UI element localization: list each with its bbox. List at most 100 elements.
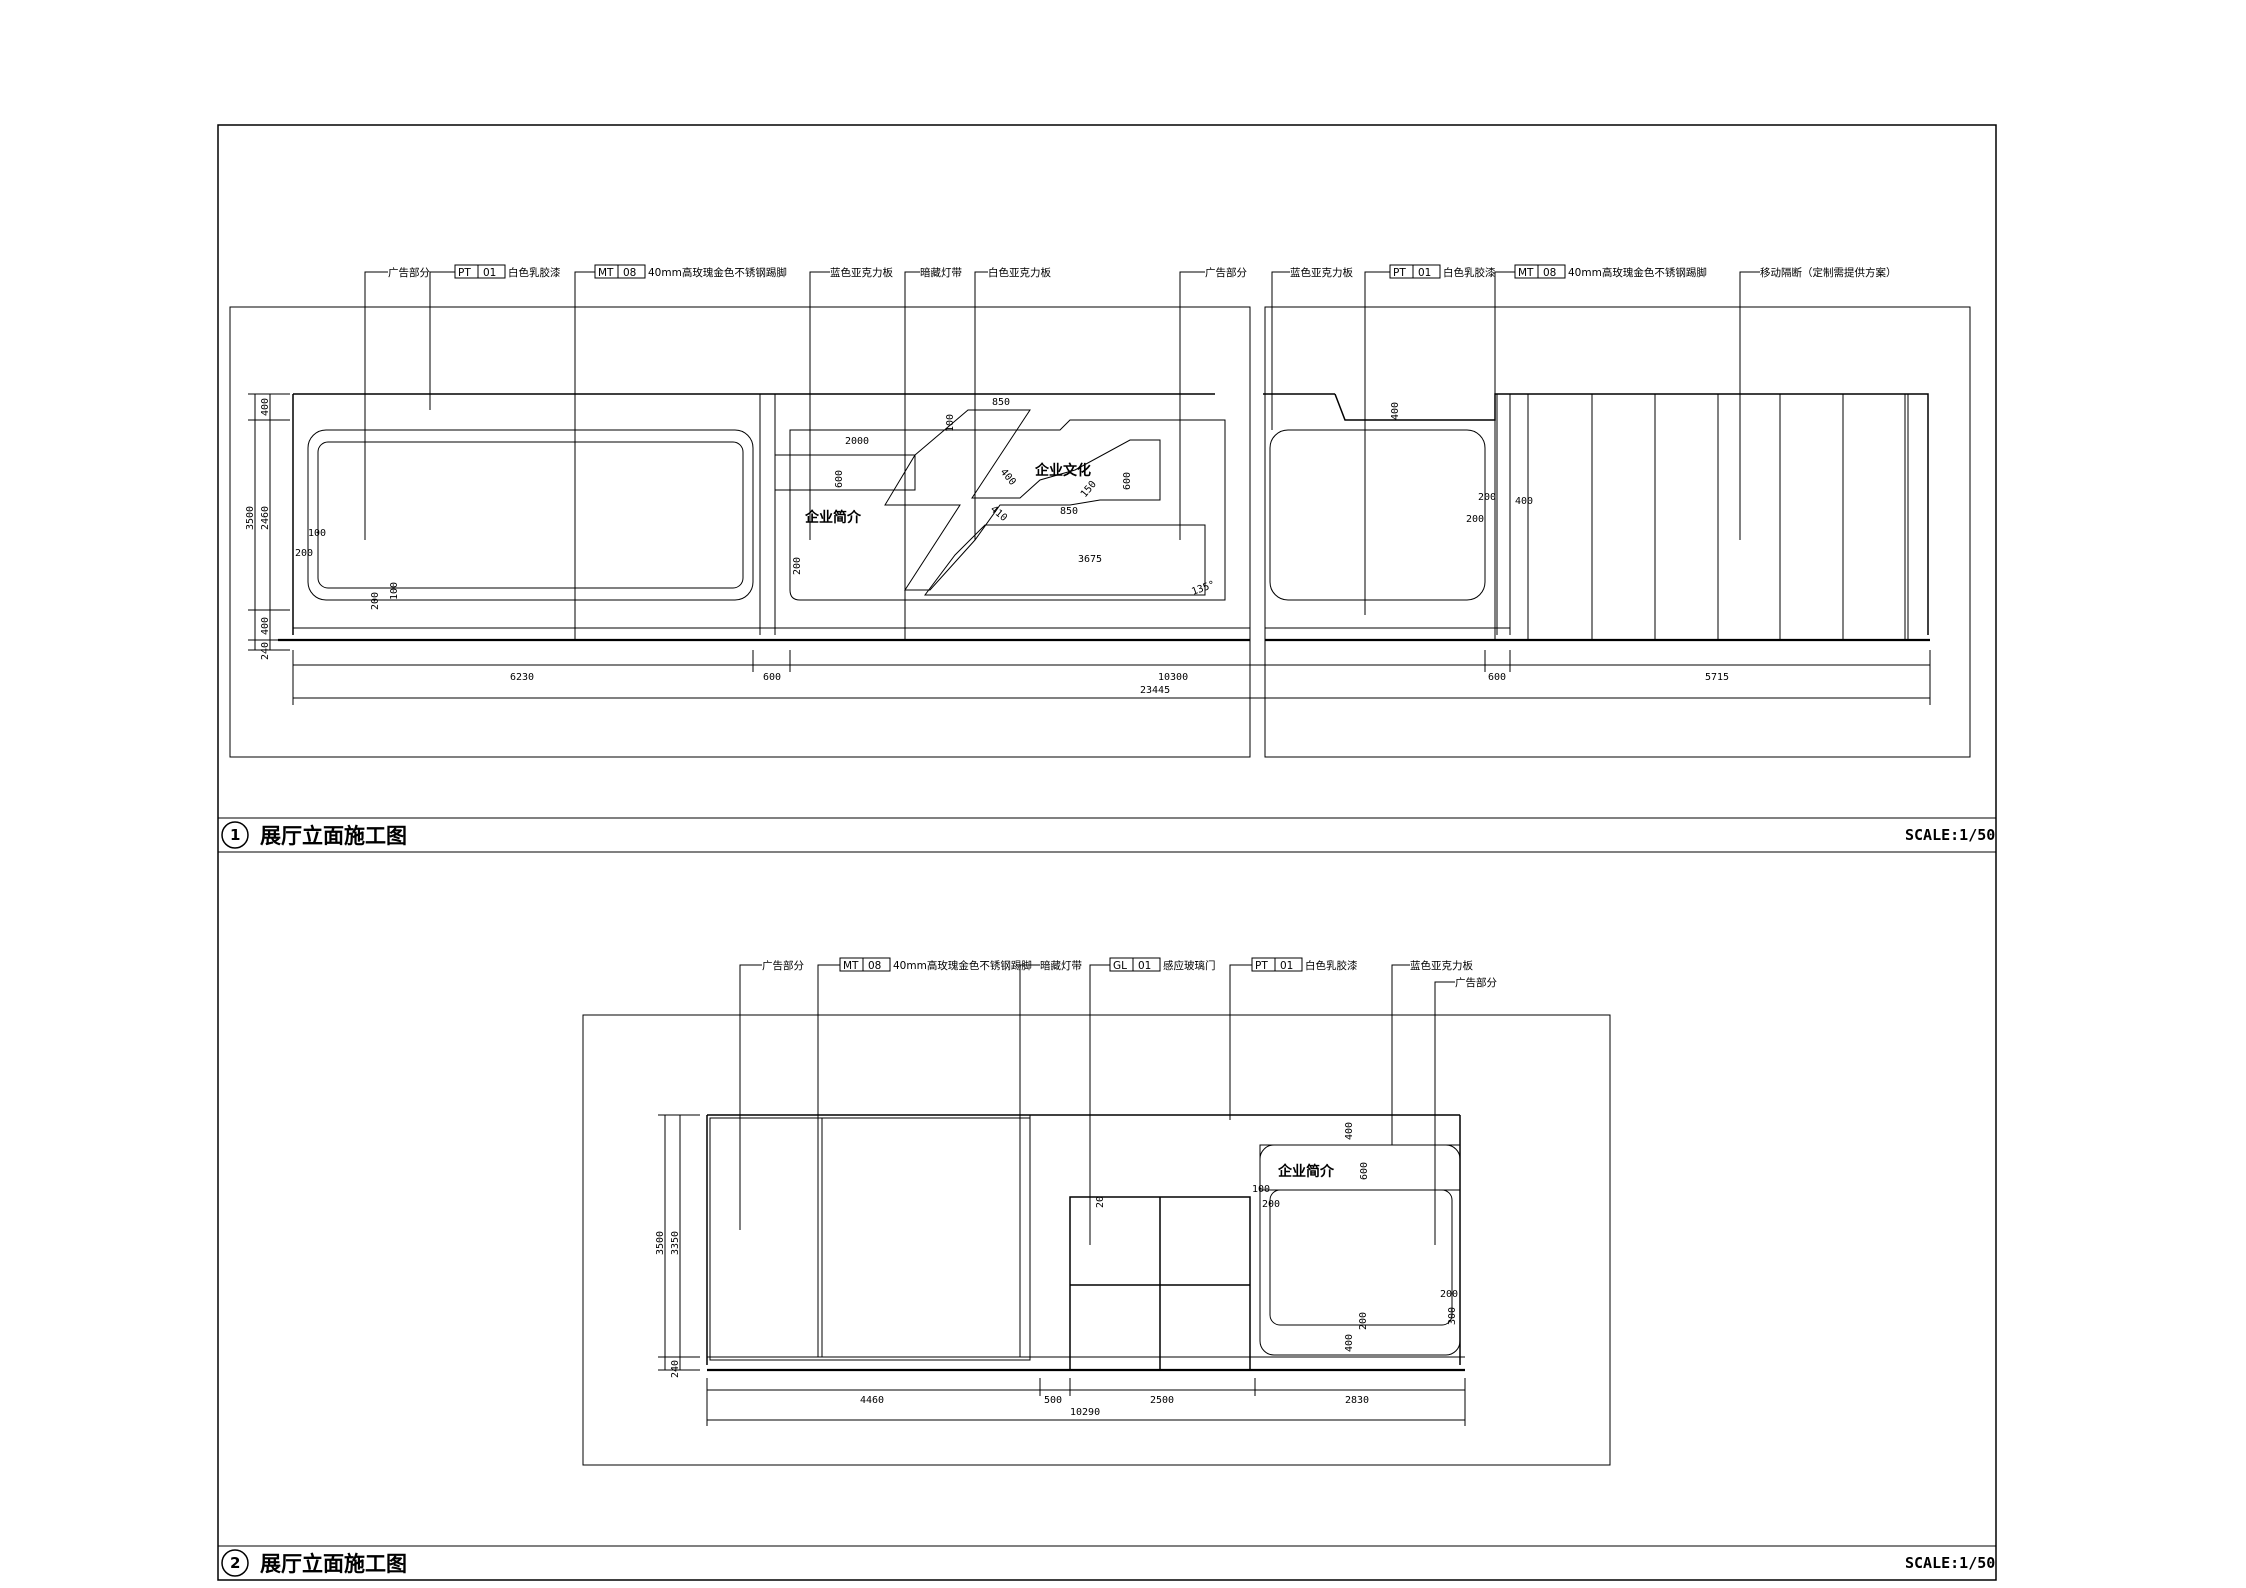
tag-mt08-left: MT 08 — [594, 264, 646, 279]
callout2-ad-right: 广告部分 — [1455, 976, 1497, 989]
callout-hidden-light: 暗藏灯带 — [920, 266, 962, 279]
svg-text:08: 08 — [868, 960, 881, 972]
svg-text:01: 01 — [1418, 267, 1431, 279]
dim-5715: 5715 — [1705, 672, 1729, 683]
dim-100-inner: 100 — [945, 414, 956, 432]
view-number-2: 2 — [230, 1554, 240, 1572]
dim-2000: 2000 — [845, 436, 869, 447]
svg-text:PT: PT — [1255, 960, 1268, 972]
ad-panel-left-2 — [709, 1117, 1031, 1361]
dim-100-c: 100 — [389, 582, 400, 600]
dim2-600: 600 — [1359, 1162, 1370, 1180]
tag-mt08-right: MT 08 — [1514, 264, 1566, 279]
dim-400-diag: 400 — [998, 467, 1018, 488]
dim-600-a: 600 — [763, 672, 781, 683]
svg-text:MT: MT — [598, 267, 614, 279]
tag2-gl01: GL 01 — [1109, 957, 1161, 972]
dim-left-400: 400 — [260, 398, 271, 416]
callout2-hidden-light: 暗藏灯带 — [1040, 959, 1082, 972]
callout-mt-desc-left: 40mm高玫瑰金色不锈钢踢脚 — [648, 266, 787, 279]
dim2-200-c: 200 — [1358, 1312, 1369, 1330]
dim2-200-b: 200 — [1440, 1289, 1458, 1300]
callout-leaders-2 — [739, 964, 1455, 1357]
view-title-1: 展厅立面施工图 — [260, 824, 407, 848]
dim-left-3500: 3500 — [245, 506, 256, 530]
dimension-lines-2 — [658, 1114, 1466, 1426]
callout2-blue-acrylic: 蓝色亚克力板 — [1410, 959, 1473, 972]
elevation-view-1: 企业简介 企业文化 广告部分 PT 01 白色乳胶漆 MT 08 — [221, 264, 1995, 849]
intro-panel-right — [1269, 429, 1486, 601]
svg-text:PT: PT — [458, 267, 471, 279]
svg-text:MT: MT — [843, 960, 859, 972]
dim2-2500: 2500 — [1150, 1395, 1174, 1406]
dim2-400-b: 400 — [1344, 1334, 1355, 1352]
dim-3675: 3675 — [1078, 554, 1102, 565]
dim-600-inner: 600 — [834, 470, 845, 488]
dim2-2830: 2830 — [1345, 1395, 1369, 1406]
dim-410: 410 — [988, 504, 1009, 524]
tag-pt01-left: PT 01 — [454, 264, 506, 279]
svg-text:08: 08 — [623, 267, 636, 279]
tag2-mt08: MT 08 — [839, 957, 891, 972]
svg-text:MT: MT — [1518, 267, 1534, 279]
callout-pt-desc-right: 白色乳胶漆 — [1443, 266, 1496, 279]
callout-blue-acrylic: 蓝色亚克力板 — [830, 266, 893, 279]
elevation-view-2: 企业简介 广告部分 MT 08 40mm高玫瑰金色不锈钢踢脚 暗藏灯带 GL 0… — [221, 957, 1995, 1577]
svg-text:08: 08 — [1543, 267, 1556, 279]
panel-title-intro-2: 企业简介 — [1277, 1163, 1335, 1180]
dim-600-b: 600 — [1488, 672, 1506, 683]
dim2-400-a: 400 — [1344, 1122, 1355, 1140]
callout2-ad-left: 广告部分 — [762, 959, 804, 972]
dim-200-r1: 200 — [1478, 492, 1496, 503]
dim2-4460: 4460 — [860, 1395, 884, 1406]
dim-200-b: 200 — [295, 548, 313, 559]
dim-10300: 10300 — [1158, 672, 1188, 683]
view-scale-2: SCALE:1/50 — [1905, 1554, 1995, 1572]
view-scale-1: SCALE:1/50 — [1905, 826, 1995, 844]
dim2-500: 500 — [1044, 1395, 1062, 1406]
svg-text:01: 01 — [1138, 960, 1151, 972]
dim-150: 150 — [1079, 479, 1099, 500]
dim-600-right: 600 — [1122, 472, 1133, 490]
callout-partition: 移动隔断（定制需提供方案） — [1760, 266, 1897, 279]
dimension-lines-1 — [248, 393, 1931, 705]
dim-left-240: 240 — [260, 642, 271, 660]
callout2-mt-desc: 40mm高玫瑰金色不锈钢踢脚 — [893, 959, 1032, 972]
view-title-2: 展厅立面施工图 — [260, 1552, 407, 1576]
movable-partition — [1527, 393, 1909, 641]
wall-2-outline — [706, 1114, 1465, 1372]
callout-leaders-1 — [364, 271, 1760, 640]
glass-door — [1069, 1196, 1251, 1371]
svg-text:GL: GL — [1113, 960, 1127, 972]
dim-850-top: 850 — [992, 397, 1010, 408]
dim-400-right: 400 — [1515, 496, 1533, 507]
callout-mt-desc-right: 40mm高玫瑰金色不锈钢踢脚 — [1568, 266, 1707, 279]
dim-left-400b: 400 — [260, 617, 271, 635]
dim2-100: 100 — [1252, 1184, 1270, 1195]
callout-pt-desc-left: 白色乳胶漆 — [508, 266, 561, 279]
dim2-total-10290: 10290 — [1070, 1407, 1100, 1418]
dim2-left-3500: 3500 — [655, 1231, 666, 1255]
callout-blue-acrylic-right: 蓝色亚克力板 — [1290, 266, 1353, 279]
callout-white-acrylic: 白色亚克力板 — [988, 266, 1051, 279]
panel-title-intro: 企业简介 — [804, 509, 862, 526]
culture-panel — [789, 419, 1226, 601]
dim2-300: 300 — [1447, 1307, 1458, 1325]
callout2-gl-desc: 感应玻璃门 — [1163, 959, 1216, 972]
svg-text:PT: PT — [1393, 267, 1406, 279]
callout-ad-left: 广告部分 — [388, 266, 430, 279]
dim-400-r2: 400 — [1390, 402, 1401, 420]
tag-pt01-right: PT 01 — [1389, 264, 1441, 279]
dim-total-23445: 23445 — [1140, 685, 1170, 696]
panel-title-culture: 企业文化 — [1034, 462, 1091, 479]
dim-200-c: 200 — [370, 592, 381, 610]
wall-1-outline — [278, 393, 1930, 642]
dim2-200-a: 200 — [1262, 1199, 1280, 1210]
svg-text:01: 01 — [1280, 960, 1293, 972]
dim2-left-3350: 3350 — [670, 1231, 681, 1255]
tag2-pt01: PT 01 — [1251, 957, 1303, 972]
dim-850-bottom: 850 — [1060, 506, 1078, 517]
dim-6230: 6230 — [510, 672, 534, 683]
dim-200-r2: 200 — [1466, 514, 1484, 525]
